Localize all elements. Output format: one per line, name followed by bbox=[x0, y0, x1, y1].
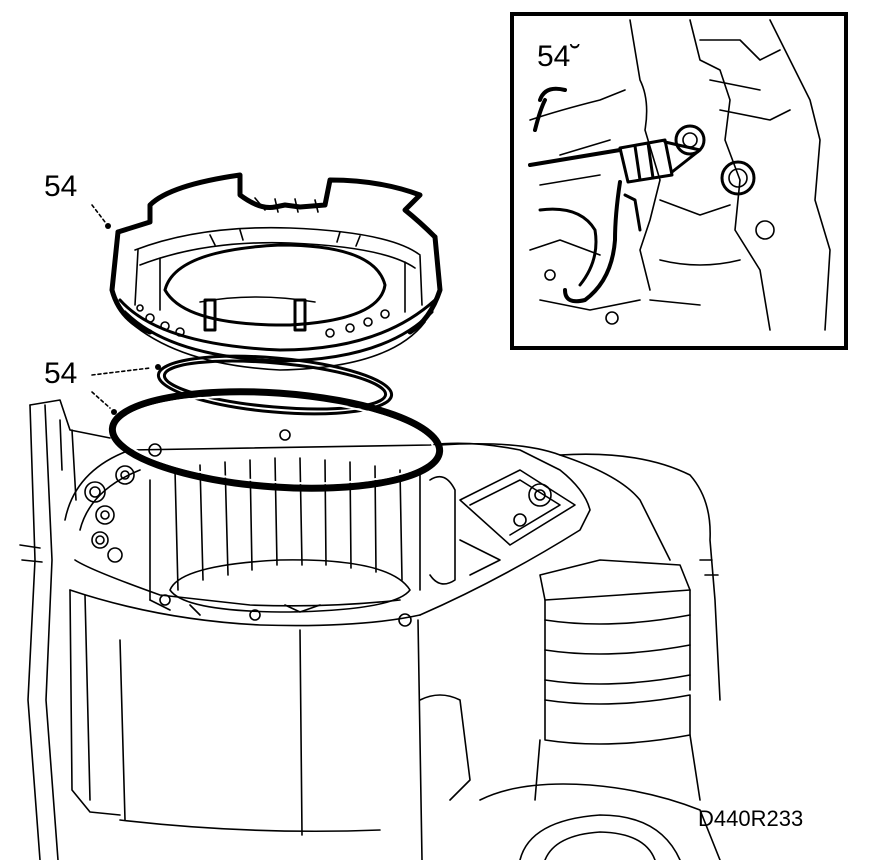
transmission-housing bbox=[19, 399, 721, 861]
callout-label-inset: 54˘ bbox=[537, 40, 580, 73]
callout-label-o-rings: 54 bbox=[44, 357, 77, 390]
callout-label-ring-assembly: 54 bbox=[44, 170, 77, 203]
o-ring-large bbox=[108, 388, 444, 492]
leader-lines bbox=[91, 204, 161, 415]
inset-detail-panel bbox=[510, 12, 848, 350]
clutch-ring-assembly bbox=[109, 172, 443, 371]
figure-code-label: D440R233 bbox=[698, 806, 803, 831]
o-ring-small bbox=[156, 354, 394, 416]
